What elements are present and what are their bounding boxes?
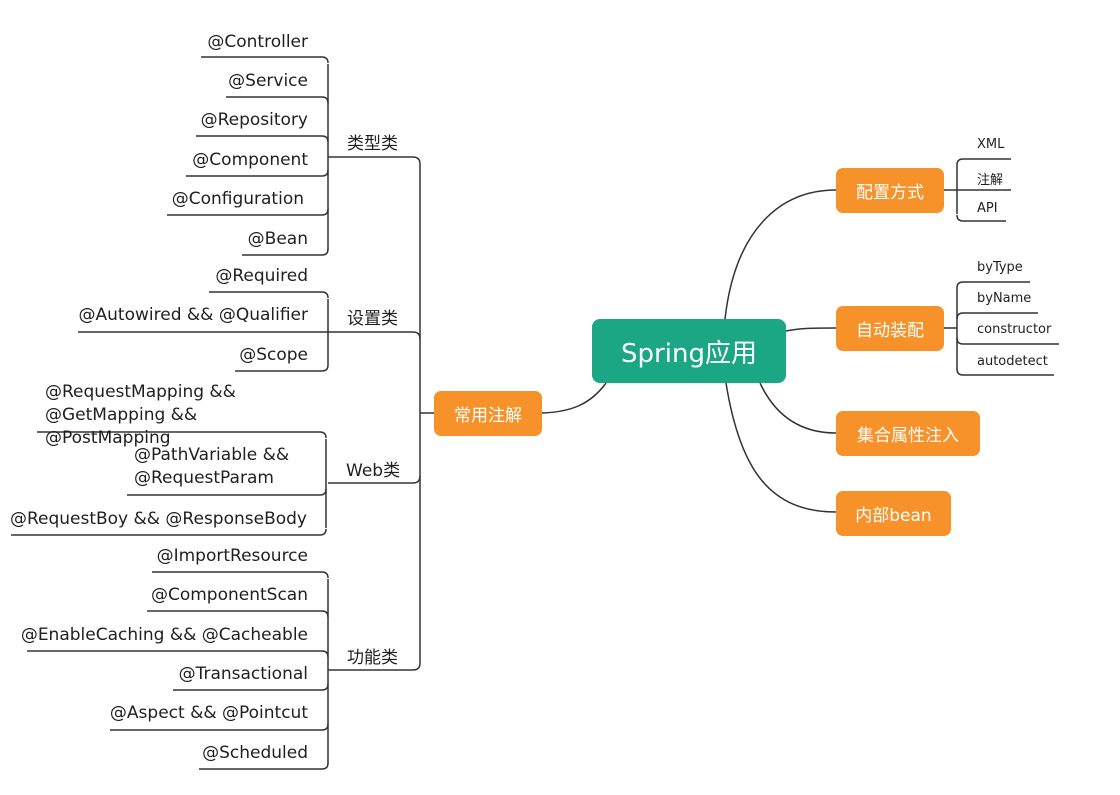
leaf-autowired-qualifier[interactable]: @Autowired && @Qualifier — [78, 305, 308, 325]
connector-cat-web — [328, 475, 421, 484]
connector-root-config — [724, 189, 837, 320]
leaf-enable-caching[interactable]: @EnableCaching && @Cacheable — [20, 625, 308, 645]
branch-config-method[interactable]: 配置方式 — [836, 168, 944, 213]
leaf-path-variable[interactable]: @PathVariable && @RequestParam — [134, 445, 290, 488]
category-type[interactable]: 类型类 — [347, 134, 398, 154]
branch-label: 常用注解 — [454, 406, 522, 426]
leaf-component[interactable]: @Component — [192, 150, 308, 170]
connector-cat-func — [328, 662, 421, 671]
connector-root-collection — [759, 382, 837, 434]
leaf-request-mapping[interactable]: @RequestMapping && @GetMapping && @PostM… — [45, 382, 236, 448]
category-function[interactable]: 功能类 — [347, 648, 398, 668]
leaf-component-scan[interactable]: @ComponentScan — [150, 585, 308, 605]
leaf-bean[interactable]: @Bean — [247, 229, 308, 249]
leaf-aspect-pointcut[interactable]: @Aspect && @Pointcut — [109, 703, 308, 723]
category-web[interactable]: Web类 — [346, 461, 401, 481]
leaf-controller[interactable]: @Controller — [207, 32, 308, 52]
connector-cat-setting — [328, 331, 421, 340]
branch-label: 配置方式 — [856, 183, 924, 203]
leaf-constructor[interactable]: constructor — [977, 322, 1052, 337]
branch-collection-injection[interactable]: 集合属性注入 — [836, 411, 980, 456]
connector-cat-type — [328, 156, 421, 165]
branch-common-annotations[interactable]: 常用注解 — [434, 391, 542, 436]
leaf-scope[interactable]: @Scope — [239, 345, 308, 365]
root-node[interactable]: Spring应用 — [592, 319, 786, 383]
leaf-service[interactable]: @Service — [228, 71, 308, 91]
leaf-scheduled[interactable]: @Scheduled — [202, 743, 308, 763]
connector-root-common-annotations — [541, 382, 607, 414]
leaf-repository[interactable]: @Repository — [200, 110, 308, 130]
leaf-annotation[interactable]: 注解 — [977, 173, 1004, 188]
connector-root-autowire — [785, 327, 837, 332]
root-node-label: Spring应用 — [621, 338, 757, 369]
category-setting[interactable]: 设置类 — [347, 309, 398, 329]
leaf-xml[interactable]: XML — [977, 137, 1005, 152]
branch-inner-bean[interactable]: 内部bean — [836, 491, 951, 536]
branch-label: 自动装配 — [856, 321, 924, 341]
leaf-import-resource[interactable]: @ImportResource — [156, 546, 308, 566]
leaf-request-body[interactable]: @RequestBoy && @ResponseBody — [9, 509, 307, 529]
leaf-by-type[interactable]: byType — [977, 260, 1023, 275]
leaf-transactional[interactable]: @Transactional — [178, 664, 308, 684]
branch-label: 集合属性注入 — [857, 426, 959, 446]
branch-autowire[interactable]: 自动装配 — [836, 306, 944, 351]
leaf-api[interactable]: API — [977, 201, 998, 216]
connector-root-inner-bean — [725, 382, 837, 513]
branch-label: 内部bean — [855, 506, 932, 526]
leaf-autodetect[interactable]: autodetect — [977, 354, 1048, 369]
leaf-configuration[interactable]: @Configuration — [171, 189, 304, 209]
leaf-by-name[interactable]: byName — [977, 291, 1032, 306]
leaf-required[interactable]: @Required — [215, 266, 308, 286]
